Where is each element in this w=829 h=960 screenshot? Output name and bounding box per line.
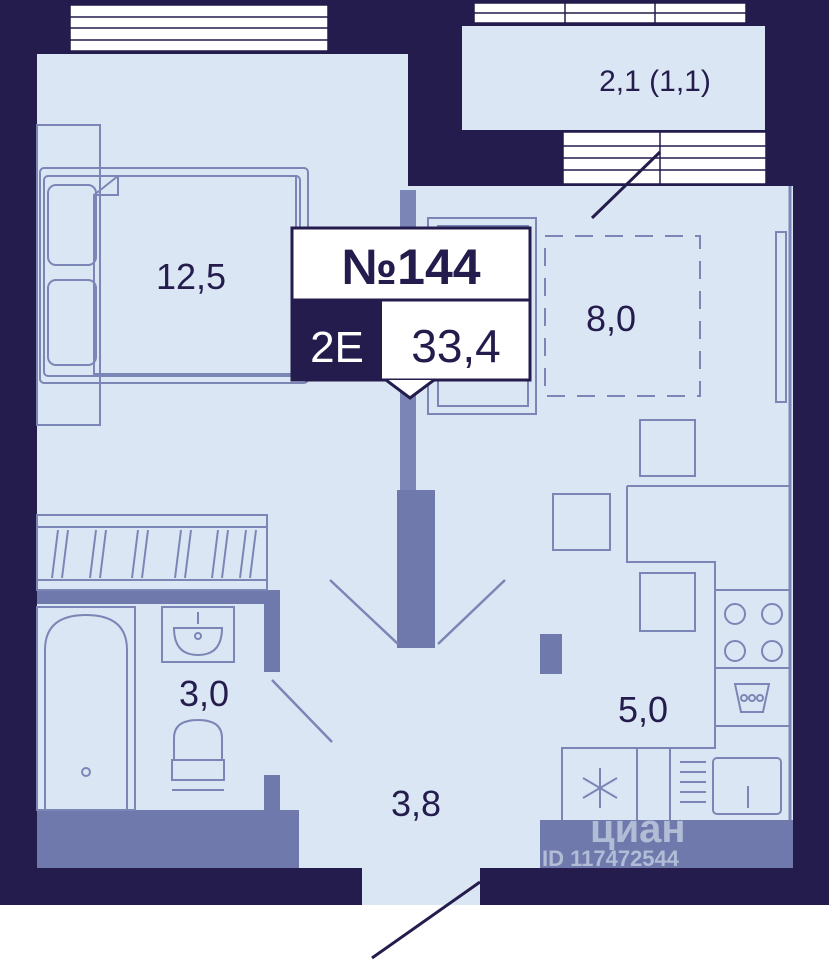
entrance-door-swing (371, 880, 481, 960)
tv-stand (775, 231, 787, 403)
apartment-number: №144 (341, 239, 480, 295)
partition-bath-bottom (37, 810, 299, 868)
badge-pointer (385, 378, 435, 400)
living-area: 8,0 (586, 298, 636, 339)
partition-kitchen-left (540, 634, 562, 674)
apartment-total-area: 33,4 (411, 320, 501, 372)
outer-wall-bottom-right (480, 868, 829, 905)
kitchen-area: 5,0 (618, 689, 668, 730)
apartment-type-box (292, 300, 382, 380)
washbasin (161, 606, 235, 663)
outer-wall-bottom-left (0, 868, 362, 905)
bedroom-area: 12,5 (156, 256, 226, 297)
wardrobe (36, 514, 268, 591)
balcony-window (473, 2, 747, 24)
balcony-floor (462, 26, 765, 130)
apartment-badge: №144 2E 33,4 (290, 226, 532, 400)
snowflake-icon (582, 768, 618, 808)
apartment-type: 2E (310, 323, 364, 372)
bathroom-area: 3,0 (179, 673, 229, 714)
door-swings (271, 579, 506, 743)
sink (680, 757, 782, 815)
rug (544, 235, 701, 397)
partition-bath-side-lower (264, 775, 280, 810)
bathroom-floor (37, 600, 280, 810)
toilet (171, 718, 225, 791)
bedroom-window (69, 4, 329, 52)
entry-opening (362, 868, 480, 905)
partition-kitchen-bottom (540, 820, 793, 868)
cooktop (724, 603, 783, 662)
partition-corridor (397, 490, 435, 648)
bathtub (36, 606, 136, 811)
kitchen-counter (561, 485, 791, 820)
watermark-brand: циан (590, 807, 686, 851)
outer-wall-left (0, 0, 37, 905)
balcony-area: 2,1 (1,1) (599, 65, 711, 98)
watermark-id: ID 117472544 (542, 846, 680, 871)
dishwasher-icon (733, 683, 771, 713)
watermark: циан ID 117472544 (542, 807, 686, 871)
partition-bath-top (37, 590, 280, 604)
partition-bath-side (264, 590, 280, 672)
dining-set (552, 419, 696, 632)
hall-area: 3,8 (391, 783, 441, 824)
outer-wall-right (793, 0, 829, 905)
living-window (562, 131, 767, 185)
balcony-door-swing (590, 150, 662, 220)
